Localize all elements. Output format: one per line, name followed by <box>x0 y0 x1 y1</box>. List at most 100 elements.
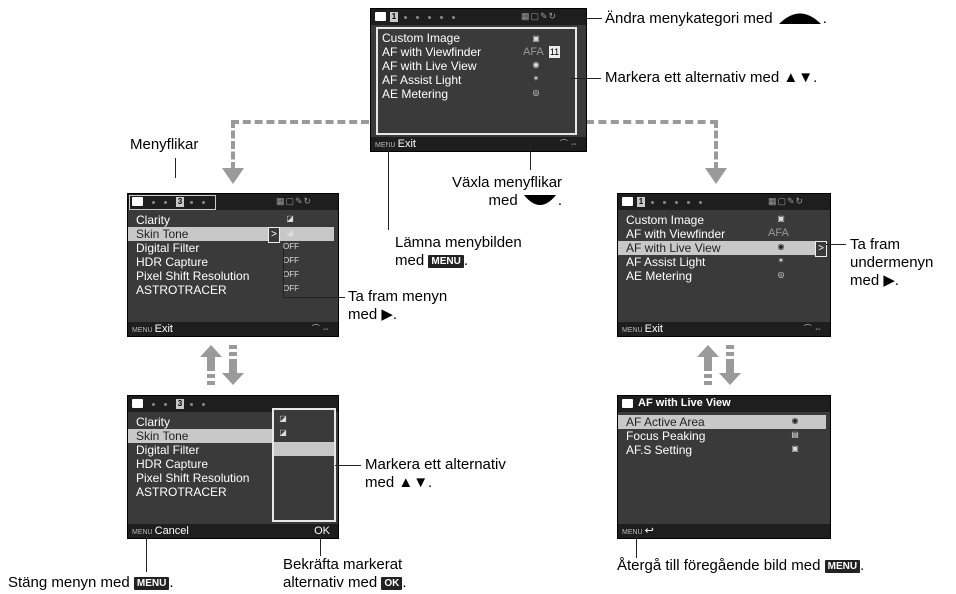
exit-label[interactable]: Exit <box>397 138 416 150</box>
exit-label[interactable]: Exit <box>644 323 663 335</box>
face-detect-icon: ◉ <box>777 242 785 251</box>
camera-tab-icon[interactable] <box>375 12 386 21</box>
leader-line <box>283 248 284 298</box>
menu-item[interactable]: Custom Image <box>626 213 705 227</box>
tab-number[interactable]: 3 <box>176 197 184 207</box>
menu-key-icon: MENU <box>824 560 861 573</box>
tab-bar: 1 ▦▢✎↻ <box>371 9 586 25</box>
category-icons[interactable]: ▦▢✎↻ <box>521 11 558 21</box>
menu-key-icon: MENU <box>622 529 643 536</box>
custom-image-icon: ▣ <box>777 214 785 223</box>
annotation-confirm: Bekräfta markerat alternativ med OK. <box>283 556 407 591</box>
submenu-item[interactable]: AF.S Setting <box>626 443 693 457</box>
setting-icon: ◪ <box>286 228 294 237</box>
menu-item[interactable]: HDR Capture <box>136 255 209 269</box>
leader-line <box>571 78 601 79</box>
tab-highlight-frame <box>129 195 216 210</box>
cancel-label[interactable]: Cancel <box>154 525 189 537</box>
camera-tab-icon[interactable] <box>132 399 143 408</box>
custom-image-icon: ▣ <box>532 34 540 43</box>
tab-bar: 3 ▦▢✎↻ <box>128 194 338 210</box>
menu-item-selected[interactable]: AF with Live View <box>618 241 826 255</box>
menu-item[interactable]: Clarity <box>136 415 171 429</box>
menu-item[interactable]: Digital Filter <box>136 241 200 255</box>
leader-line <box>586 18 602 19</box>
arrow-down-icon <box>222 168 244 184</box>
menu-item[interactable]: ASTROTRACER <box>136 485 227 499</box>
menu-item[interactable]: Digital Filter <box>136 443 200 457</box>
up-down-arrows-right <box>697 345 741 385</box>
dial-icon: ⌒ ⇔ <box>559 139 578 148</box>
off-icon: OFF <box>283 270 299 279</box>
tab-number[interactable]: 3 <box>176 399 184 409</box>
category-icons[interactable]: ▦▢✎↻ <box>768 196 805 206</box>
menu-item[interactable]: AE Metering <box>382 87 449 101</box>
menu-item[interactable]: AF with Viewfinder <box>626 227 726 241</box>
annotation-change-category: Ändra menykategori med . <box>605 10 827 27</box>
menu-item[interactable]: Clarity <box>136 213 171 227</box>
menu-item[interactable]: ASTROTRACER <box>136 283 227 297</box>
dashed-connector-right-down <box>714 120 718 170</box>
menu-item[interactable]: AF Assist Light <box>382 73 462 87</box>
af-point-icon: 11 <box>549 46 560 58</box>
menu-item[interactable]: HDR Capture <box>136 457 209 471</box>
leader-line <box>283 297 345 298</box>
menu-key-icon: MENU <box>622 327 643 334</box>
category-icons[interactable]: ▦▢✎↻ <box>276 196 313 206</box>
dashed-connector-top-right <box>586 120 718 124</box>
menu-item-selected[interactable]: Skin Tone <box>128 227 334 241</box>
leader-line <box>388 138 389 230</box>
camera-tab-icon[interactable] <box>132 197 143 206</box>
annotation-show-menu: Ta fram menyn med ▶. <box>348 288 448 323</box>
menu-item[interactable]: Pixel Shift Resolution <box>136 471 250 485</box>
option-icon[interactable]: ◪ <box>279 428 287 437</box>
annotation-leave-menu: Lämna menybilden med MENU. <box>395 234 522 269</box>
ok-key-icon: OK <box>381 577 403 590</box>
submenu-arrow-icon[interactable]: > <box>268 227 280 243</box>
af-value: AFA <box>523 46 544 58</box>
annotation-close-menu: Stäng menyn med MENU. <box>8 574 174 591</box>
left-menu-screen: 3 ▦▢✎↻ Clarity Skin Tone Digital Filter … <box>127 193 339 337</box>
bottom-left-menu-screen: 3 Clarity Skin Tone Digital Filter HDR C… <box>127 395 339 539</box>
option-selected[interactable] <box>274 442 334 456</box>
back-arrow-icon[interactable]: ↩ <box>644 525 654 537</box>
af-setting-icon: ▣ <box>791 444 799 453</box>
menu-item[interactable]: AF with Viewfinder <box>382 45 482 59</box>
setting-icon: ◪ <box>286 214 294 223</box>
tab-bar: 1 ▦▢✎↻ <box>618 194 830 210</box>
dial-icon: ⌒ ⇔ <box>311 324 330 333</box>
bottom-right-submenu-screen: AF with Live View AF Active Area Focus P… <box>617 395 831 539</box>
face-detect-icon: ◉ <box>532 60 540 69</box>
option-icon[interactable]: ◪ <box>279 414 287 423</box>
arrow-down-icon <box>705 168 727 184</box>
tab-number[interactable]: 1 <box>637 197 645 207</box>
peaking-icon: ▤ <box>791 430 799 439</box>
metering-icon: ◎ <box>532 88 540 97</box>
top-menu-screen: 1 ▦▢✎↻ Custom Image AF with Viewfinder A… <box>370 8 587 152</box>
dial-icon <box>523 195 556 205</box>
af-value: AFA <box>768 227 789 239</box>
menu-item[interactable]: AF Assist Light <box>626 255 706 269</box>
right-menu-screen: 1 ▦▢✎↻ Custom Image AF with Viewfinder A… <box>617 193 831 337</box>
submenu-arrow-icon[interactable]: > <box>815 241 827 257</box>
submenu-item-selected[interactable]: AF Active Area <box>618 415 826 429</box>
menu-item[interactable]: AF with Live View <box>382 59 477 73</box>
tab-number[interactable]: 1 <box>390 12 398 22</box>
leader-line <box>320 536 321 556</box>
submenu-title: AF with Live View <box>638 397 731 409</box>
exit-label[interactable]: Exit <box>154 323 173 335</box>
leader-line <box>530 140 531 170</box>
ok-label[interactable]: OK <box>314 525 330 537</box>
menu-item[interactable]: Pixel Shift Resolution <box>136 269 250 283</box>
off-icon: OFF <box>283 242 299 251</box>
leader-line <box>826 244 846 245</box>
annotation-go-back: Återgå till föregående bild med MENU. <box>617 557 865 574</box>
submenu-item[interactable]: Focus Peaking <box>626 429 706 443</box>
up-down-arrows-left <box>200 345 244 385</box>
menu-item[interactable]: AE Metering <box>626 269 693 283</box>
menu-item[interactable]: Custom Image <box>382 31 461 45</box>
face-detect-icon: ◉ <box>791 416 799 425</box>
camera-tab-icon[interactable] <box>622 197 633 206</box>
